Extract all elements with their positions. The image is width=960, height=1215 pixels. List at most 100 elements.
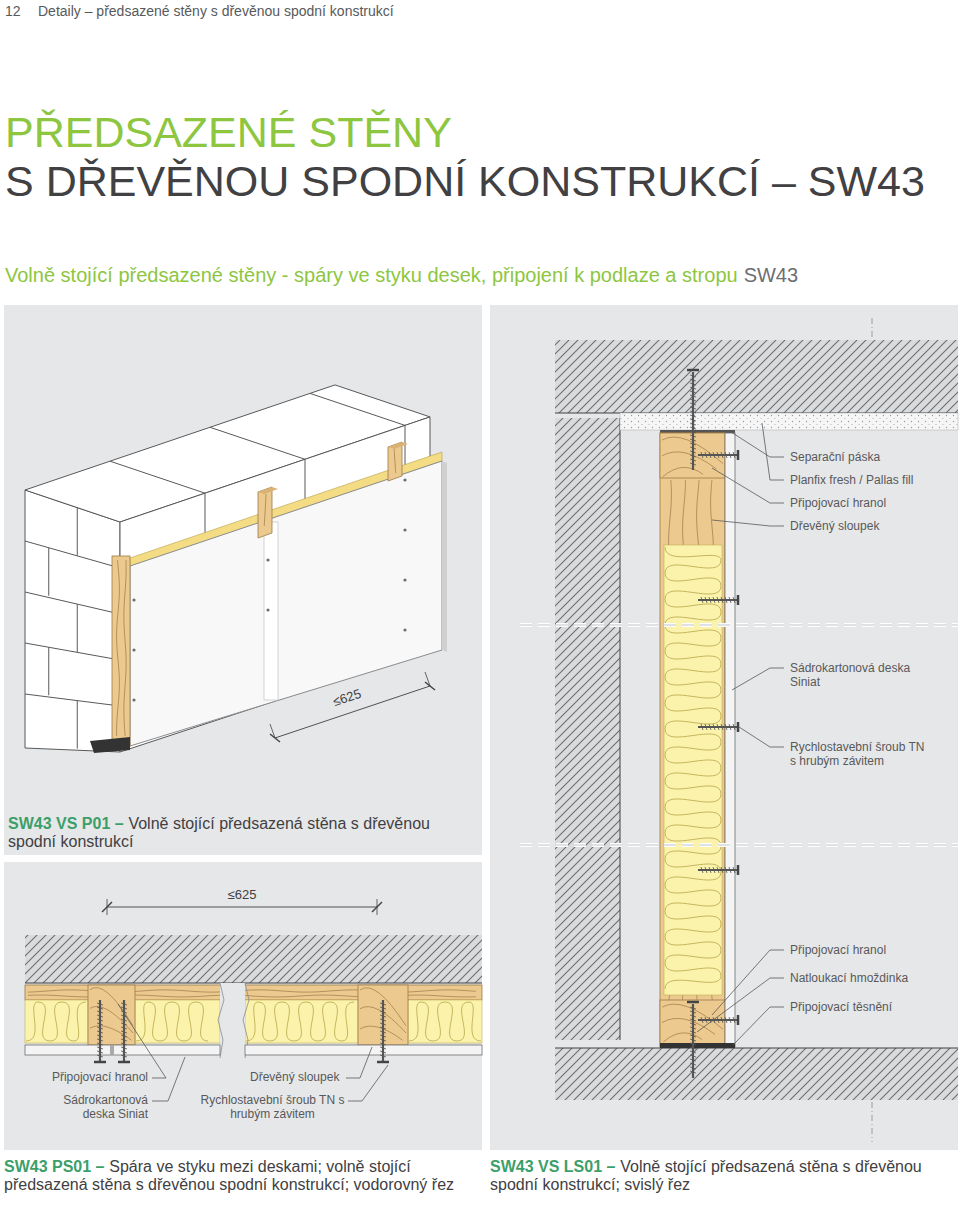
panel-ground xyxy=(4,862,482,1150)
leader-line xyxy=(346,1047,372,1078)
screw-head xyxy=(737,722,740,732)
block-joint xyxy=(25,541,120,568)
screw-thread xyxy=(717,452,719,458)
screw-thread xyxy=(690,419,696,421)
screw-thread xyxy=(717,1017,719,1023)
screw-head xyxy=(94,1061,106,1064)
detail-panel: SW43 VS LS01 –Volně stojící předsazená s… xyxy=(490,305,958,1150)
panel-ground xyxy=(4,305,482,855)
screw-thread xyxy=(725,452,727,458)
part-label: Sádrokartonová deska Siniat xyxy=(38,1093,148,1122)
ceiling-slab xyxy=(555,340,958,413)
wood-stud-section xyxy=(660,433,725,1047)
screw-thread xyxy=(713,597,715,603)
screw-thread xyxy=(121,1047,127,1049)
insulation-loops xyxy=(246,1002,354,1041)
dimension-tick xyxy=(425,682,435,690)
screw-dot xyxy=(132,598,135,601)
screw-thread xyxy=(690,1035,696,1037)
block-joint xyxy=(25,592,120,614)
dimension-line xyxy=(107,907,377,908)
wall-end-face xyxy=(25,490,120,752)
screw-head xyxy=(737,865,740,875)
part-label: Dřevěný sloupek xyxy=(790,519,955,533)
block-joint xyxy=(310,393,405,425)
screw-thread xyxy=(705,867,707,873)
part-label: Natloukací hmoždinka xyxy=(790,971,955,985)
wall-edge xyxy=(25,983,482,984)
heading-line: S DŘEVĚNOU SPODNÍ KONSTRUKCÍ – SW43 xyxy=(5,160,925,203)
leader-line xyxy=(152,1057,185,1101)
subtitle: Volně stojící předsazené stěny - spáry v… xyxy=(5,263,738,287)
leader-line xyxy=(712,468,784,503)
screw-thread xyxy=(690,1011,696,1013)
block-joint xyxy=(25,643,120,660)
screw-thread xyxy=(690,1047,696,1049)
screw-thread xyxy=(690,415,696,417)
screw-thread xyxy=(729,724,731,730)
screw-thread xyxy=(380,1015,386,1017)
screw-thread xyxy=(690,1031,696,1033)
block-joint xyxy=(110,461,205,493)
detail-code: SW43 VS LS01 – xyxy=(490,1158,615,1175)
block-joint xyxy=(210,427,305,459)
plasterboard-section xyxy=(245,1045,482,1055)
break-line xyxy=(520,843,958,847)
break-line xyxy=(520,623,958,627)
wood-grain xyxy=(264,494,266,526)
screw-thread xyxy=(380,1047,386,1049)
screw-thread xyxy=(729,1017,731,1023)
leader-line xyxy=(348,1065,388,1101)
screw-thread xyxy=(729,597,731,603)
screw-thread xyxy=(97,1003,103,1005)
screw-thread xyxy=(690,399,696,401)
block-joint xyxy=(77,508,78,556)
screw-thread xyxy=(380,1023,386,1025)
screw-thread xyxy=(690,455,696,457)
screw-head xyxy=(118,1061,130,1064)
part-label: Separační páska xyxy=(790,450,955,464)
screw-thread xyxy=(725,597,727,603)
screw-thread xyxy=(97,1011,103,1013)
break-line xyxy=(520,625,958,626)
block-joint xyxy=(48,548,49,596)
screw-thread xyxy=(97,1043,103,1045)
wood-ring xyxy=(90,1006,133,1033)
screw-thread xyxy=(729,867,731,873)
masonry-wall-section xyxy=(555,418,620,1040)
screw-thread xyxy=(721,867,723,873)
screw-thread xyxy=(97,1015,103,1017)
screw-thread xyxy=(380,1035,386,1037)
detail-code: SW43 PS01 – xyxy=(4,1158,105,1175)
wood-ring xyxy=(90,988,133,1026)
screw-thread xyxy=(380,1019,386,1021)
screw-thread xyxy=(380,1043,386,1045)
screw-dot xyxy=(266,558,269,561)
floor-slab xyxy=(555,1048,958,1100)
screw-dot xyxy=(403,528,406,531)
part-label: Rychlostavební šroub TN s hrubým závitem xyxy=(200,1093,345,1122)
screw-dot xyxy=(403,478,406,481)
screw-thread xyxy=(121,1035,127,1037)
plasterboard xyxy=(130,461,442,746)
header-text: 12 xyxy=(5,3,35,20)
wood-ring xyxy=(360,1026,403,1040)
screw-thread xyxy=(713,867,715,873)
screw-thread xyxy=(690,1063,696,1065)
screw-thread xyxy=(690,375,696,377)
screw-thread xyxy=(725,1017,727,1023)
insulation xyxy=(664,545,722,995)
screw-thread xyxy=(97,1055,103,1057)
screw-thread xyxy=(705,1017,707,1023)
screw-thread xyxy=(380,1027,386,1029)
masonry-wall-section xyxy=(25,935,482,983)
wood-stud xyxy=(258,487,272,538)
block-joint xyxy=(205,493,206,533)
screw-thread xyxy=(725,724,727,730)
screw-thread xyxy=(721,1017,723,1023)
part-label: Rychlostavební šroub TN s hrubým závitem xyxy=(790,740,930,769)
screw-thread xyxy=(97,1031,103,1033)
header-text: Detaily – předsazené stěny s dřevěnou sp… xyxy=(38,3,638,20)
screw-thread xyxy=(121,1019,127,1021)
part-label: Sádrokartonová deska Siniat xyxy=(790,661,925,690)
